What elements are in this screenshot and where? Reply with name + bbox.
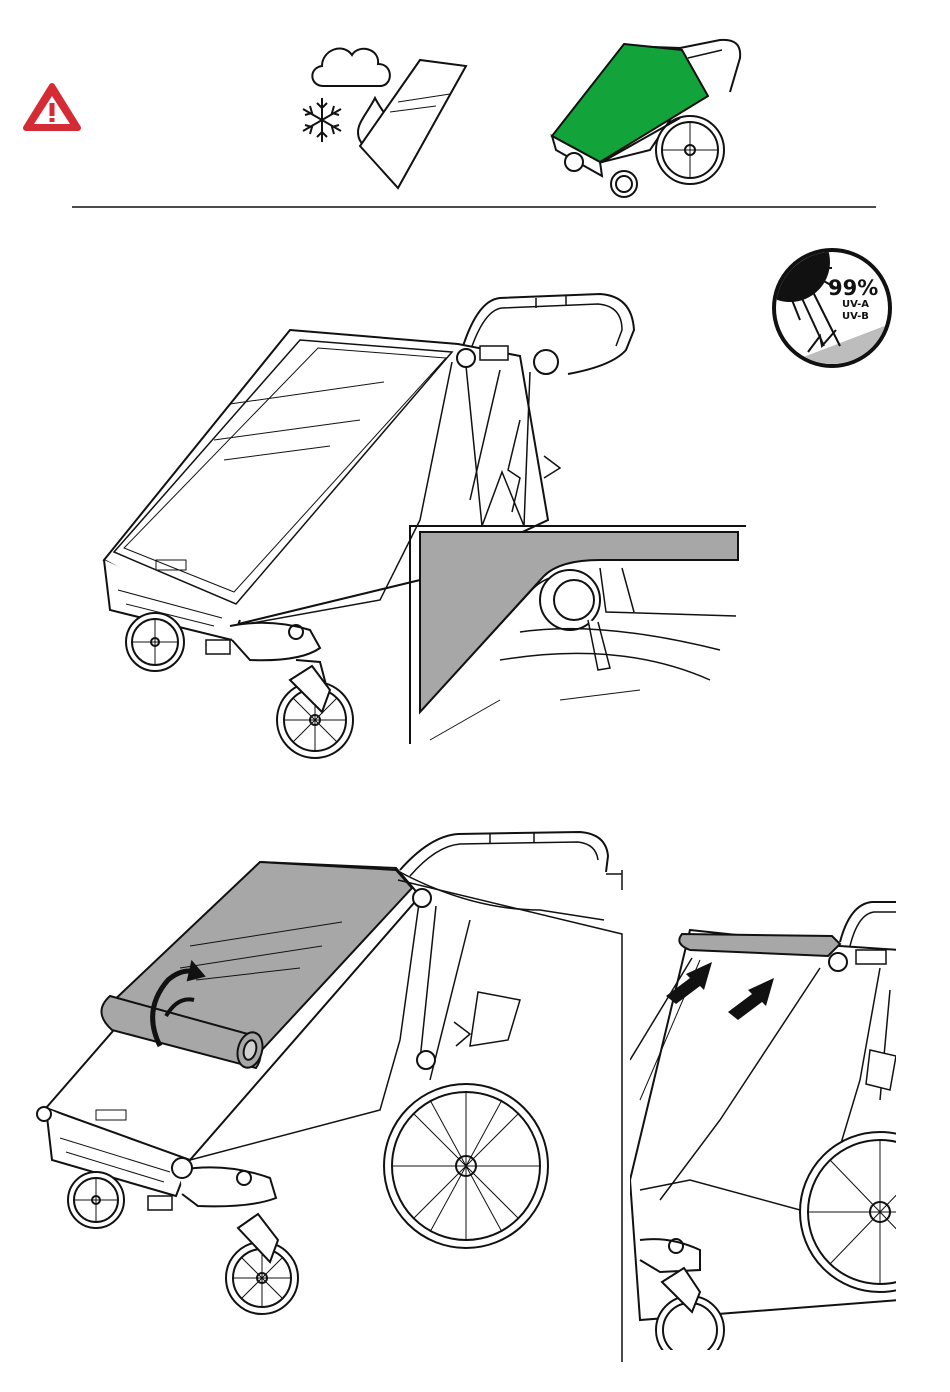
uv-a-label: UV-A: [842, 299, 869, 310]
figure-push-cover-forward: [630, 902, 950, 1364]
warning-triangle-icon: [26, 86, 78, 128]
uv-b-label: UV-B: [842, 311, 869, 322]
snowflake-icon: [303, 98, 341, 142]
sun-icon: [750, 222, 830, 302]
figure-roll-up-cover: [37, 832, 622, 1362]
trailer-rain-cover-icon: [552, 40, 740, 197]
figure-attach-sun-cover: [104, 294, 746, 758]
sun-panel-icon: [360, 60, 466, 188]
cloud-icon: [312, 49, 390, 86]
uv-protection-badge: 99% UV-A UV-B: [750, 222, 900, 380]
uv-percent: 99%: [828, 276, 878, 300]
